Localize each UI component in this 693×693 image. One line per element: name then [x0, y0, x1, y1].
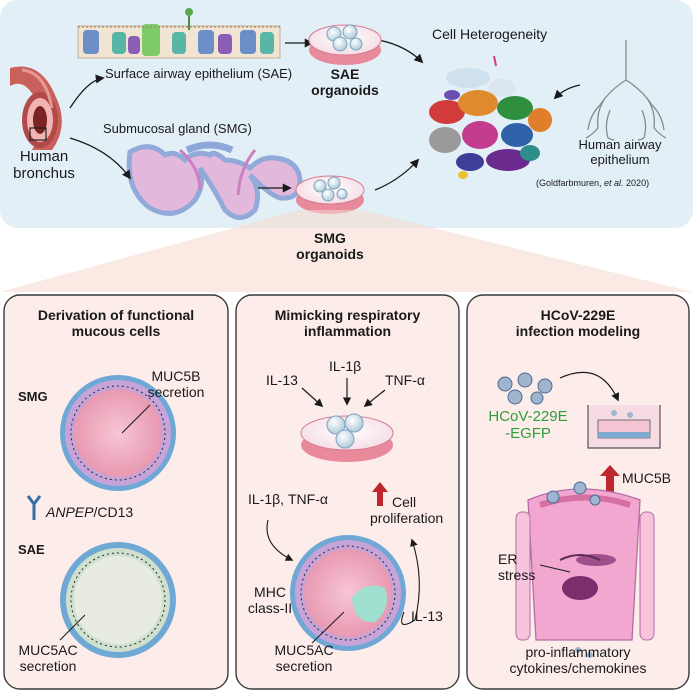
arrow-bronchus-to-sae	[69, 74, 105, 109]
cell-prolif-label: Cell proliferation	[370, 494, 443, 526]
cytokines-line1: pro-inflammatory	[525, 644, 631, 660]
bronchus-label-line2: bronchus	[13, 165, 75, 183]
il1b-label: IL-1β	[329, 358, 362, 374]
panel-1-title-line2: mucous cells	[71, 323, 161, 340]
cell-heterogeneity-umap	[429, 55, 552, 179]
anpep-rest: /CD13	[93, 504, 134, 520]
smg-organoids-label: SMG organoids	[285, 230, 375, 262]
panel-2-title-line1: Mimicking respiratory	[274, 307, 421, 323]
panel-1-title-line1: Derivation of functional	[37, 307, 195, 323]
mhc-label: MHC class-II	[238, 584, 302, 616]
cell-prolif-up-arrow	[372, 482, 388, 506]
muc5b-up-arrow-3	[600, 465, 620, 492]
tnfa-label: TNF-α	[385, 372, 425, 388]
panel-1-muc5b-label: MUC5B secretion	[128, 368, 224, 400]
arrow-sae-org-to-map	[377, 39, 424, 64]
sae-epithelium-strip	[77, 8, 281, 59]
virus-label: HCoV-229E -EGFP	[478, 408, 578, 443]
il13-loop-label: IL-13	[411, 608, 443, 624]
cell-heterogeneity-label: Cell Heterogeneity	[432, 26, 548, 42]
panel-3-title: HCoV-229E infection modeling	[467, 307, 689, 339]
anpep-gene: ANPEP	[46, 504, 94, 520]
infected-airway-tissue	[515, 481, 655, 658]
sae-organoid-cross-section	[60, 542, 176, 658]
panel-2-muc5ac-line1: MUC5AC	[274, 642, 334, 658]
mhc-line1: MHC	[254, 584, 286, 600]
cell-prolif-line1: Cell	[392, 494, 417, 510]
sae-organoid-dish	[308, 24, 382, 65]
panel-1-muc5ac-label: MUC5AC secretion	[6, 642, 90, 674]
panel-1-muc5ac-line1: MUC5AC	[18, 642, 78, 658]
arrow-airway-to-map	[553, 84, 581, 100]
arrow-tnfa-to-dish	[363, 389, 386, 408]
citation-post: 2020)	[623, 178, 650, 188]
muc5b-pointer	[121, 404, 151, 434]
panel-2-muc5ac-line2: secretion	[275, 658, 333, 675]
mhc-line2: class-II	[247, 600, 293, 617]
anpep-antibody-icon	[26, 495, 42, 520]
airway-line2: epithelium	[590, 151, 650, 167]
cytokines-line2: cytokines/chemokines	[509, 660, 647, 677]
sae-organoids-line2: organoids	[311, 82, 379, 99]
panel-1-sae-label: SAE	[18, 542, 45, 557]
virus-particles	[497, 372, 553, 405]
virus-label-line1: HCoV-229E	[488, 408, 568, 425]
inflamed-organoid-cross-section	[290, 535, 406, 651]
sae-organoids-label: SAE organoids	[300, 66, 390, 98]
panel-2-title-line2: inflammation	[303, 323, 392, 340]
airway-line1: Human airway	[578, 137, 662, 152]
er-stress-line2: stress	[498, 567, 536, 584]
panel-3-title-line2: infection modeling	[515, 323, 641, 340]
inflammation-dish	[300, 413, 394, 462]
il13-feedback-loop	[401, 538, 420, 626]
airway-epithelium-label: Human airway epithelium	[560, 137, 680, 168]
lung-airway-illustration	[585, 40, 667, 141]
panel-1-muc5ac-line2: secretion	[19, 658, 77, 675]
transwell-insert	[587, 405, 661, 449]
bronchus-label-line1: Human	[19, 148, 69, 165]
arrow-virus-to-transwell	[559, 371, 620, 402]
arrow-bronchus-to-smg	[69, 137, 132, 180]
smg-organoid-dish	[295, 175, 365, 214]
bronchus-illustration	[10, 66, 62, 150]
citation: (Goldfarbmuren, et al. 2020)	[536, 178, 649, 188]
panel-3-title-line1: HCoV-229E	[540, 307, 616, 323]
il13-label: IL-13	[266, 372, 298, 388]
arrow-il13-to-dish	[301, 387, 324, 408]
arrow-cytokine-to-mhc	[266, 519, 294, 561]
citation-etal: et al.	[604, 178, 624, 188]
er-stress-label: ER stress	[498, 551, 535, 583]
er-stress-line1: ER	[498, 551, 518, 567]
arrow-smg-org-to-map	[374, 158, 420, 191]
er-stress-pointer	[539, 564, 571, 573]
panel-2-title: Mimicking respiratory inflammation	[236, 307, 459, 339]
sae-tissue-label: Surface airway epithelium (SAE)	[105, 66, 293, 81]
smg-gland-illustration	[126, 141, 303, 220]
smg-organoids-line1: SMG	[314, 230, 346, 246]
smg-tissue-label: Submucosal gland (SMG)	[103, 121, 252, 136]
smg-organoid-cross-section	[60, 375, 176, 491]
virus-label-line2: -EGFP	[505, 425, 551, 443]
cell-prolif-line2: proliferation	[370, 510, 444, 527]
focus-funnel	[0, 210, 693, 292]
il1b-tnfa-label: IL-1β, TNF-α	[248, 491, 328, 507]
smg-organoids-line2: organoids	[296, 246, 364, 263]
panel-1-title: Derivation of functional mucous cells	[4, 307, 228, 339]
panel-3-muc5b-label: MUC5B	[622, 470, 672, 486]
sae-organoids-line1: SAE	[330, 66, 360, 82]
muc5ac-pointer-1	[59, 614, 86, 641]
muc5ac-pointer-2	[311, 611, 345, 644]
panel-1-muc5b-line1: MUC5B	[151, 368, 201, 384]
cytokines-label: pro-inflammatory cytokines/chemokines	[470, 644, 686, 676]
panel-1-muc5b-line2: secretion	[147, 384, 205, 401]
anpep-label: ANPEP/CD13	[46, 504, 133, 520]
citation-pre: (Goldfarbmuren,	[536, 178, 605, 188]
bronchus-label: Human bronchus	[4, 148, 84, 183]
panel-2-muc5ac-label: MUC5AC secretion	[256, 642, 352, 674]
panel-1-smg-label: SMG	[18, 389, 48, 404]
